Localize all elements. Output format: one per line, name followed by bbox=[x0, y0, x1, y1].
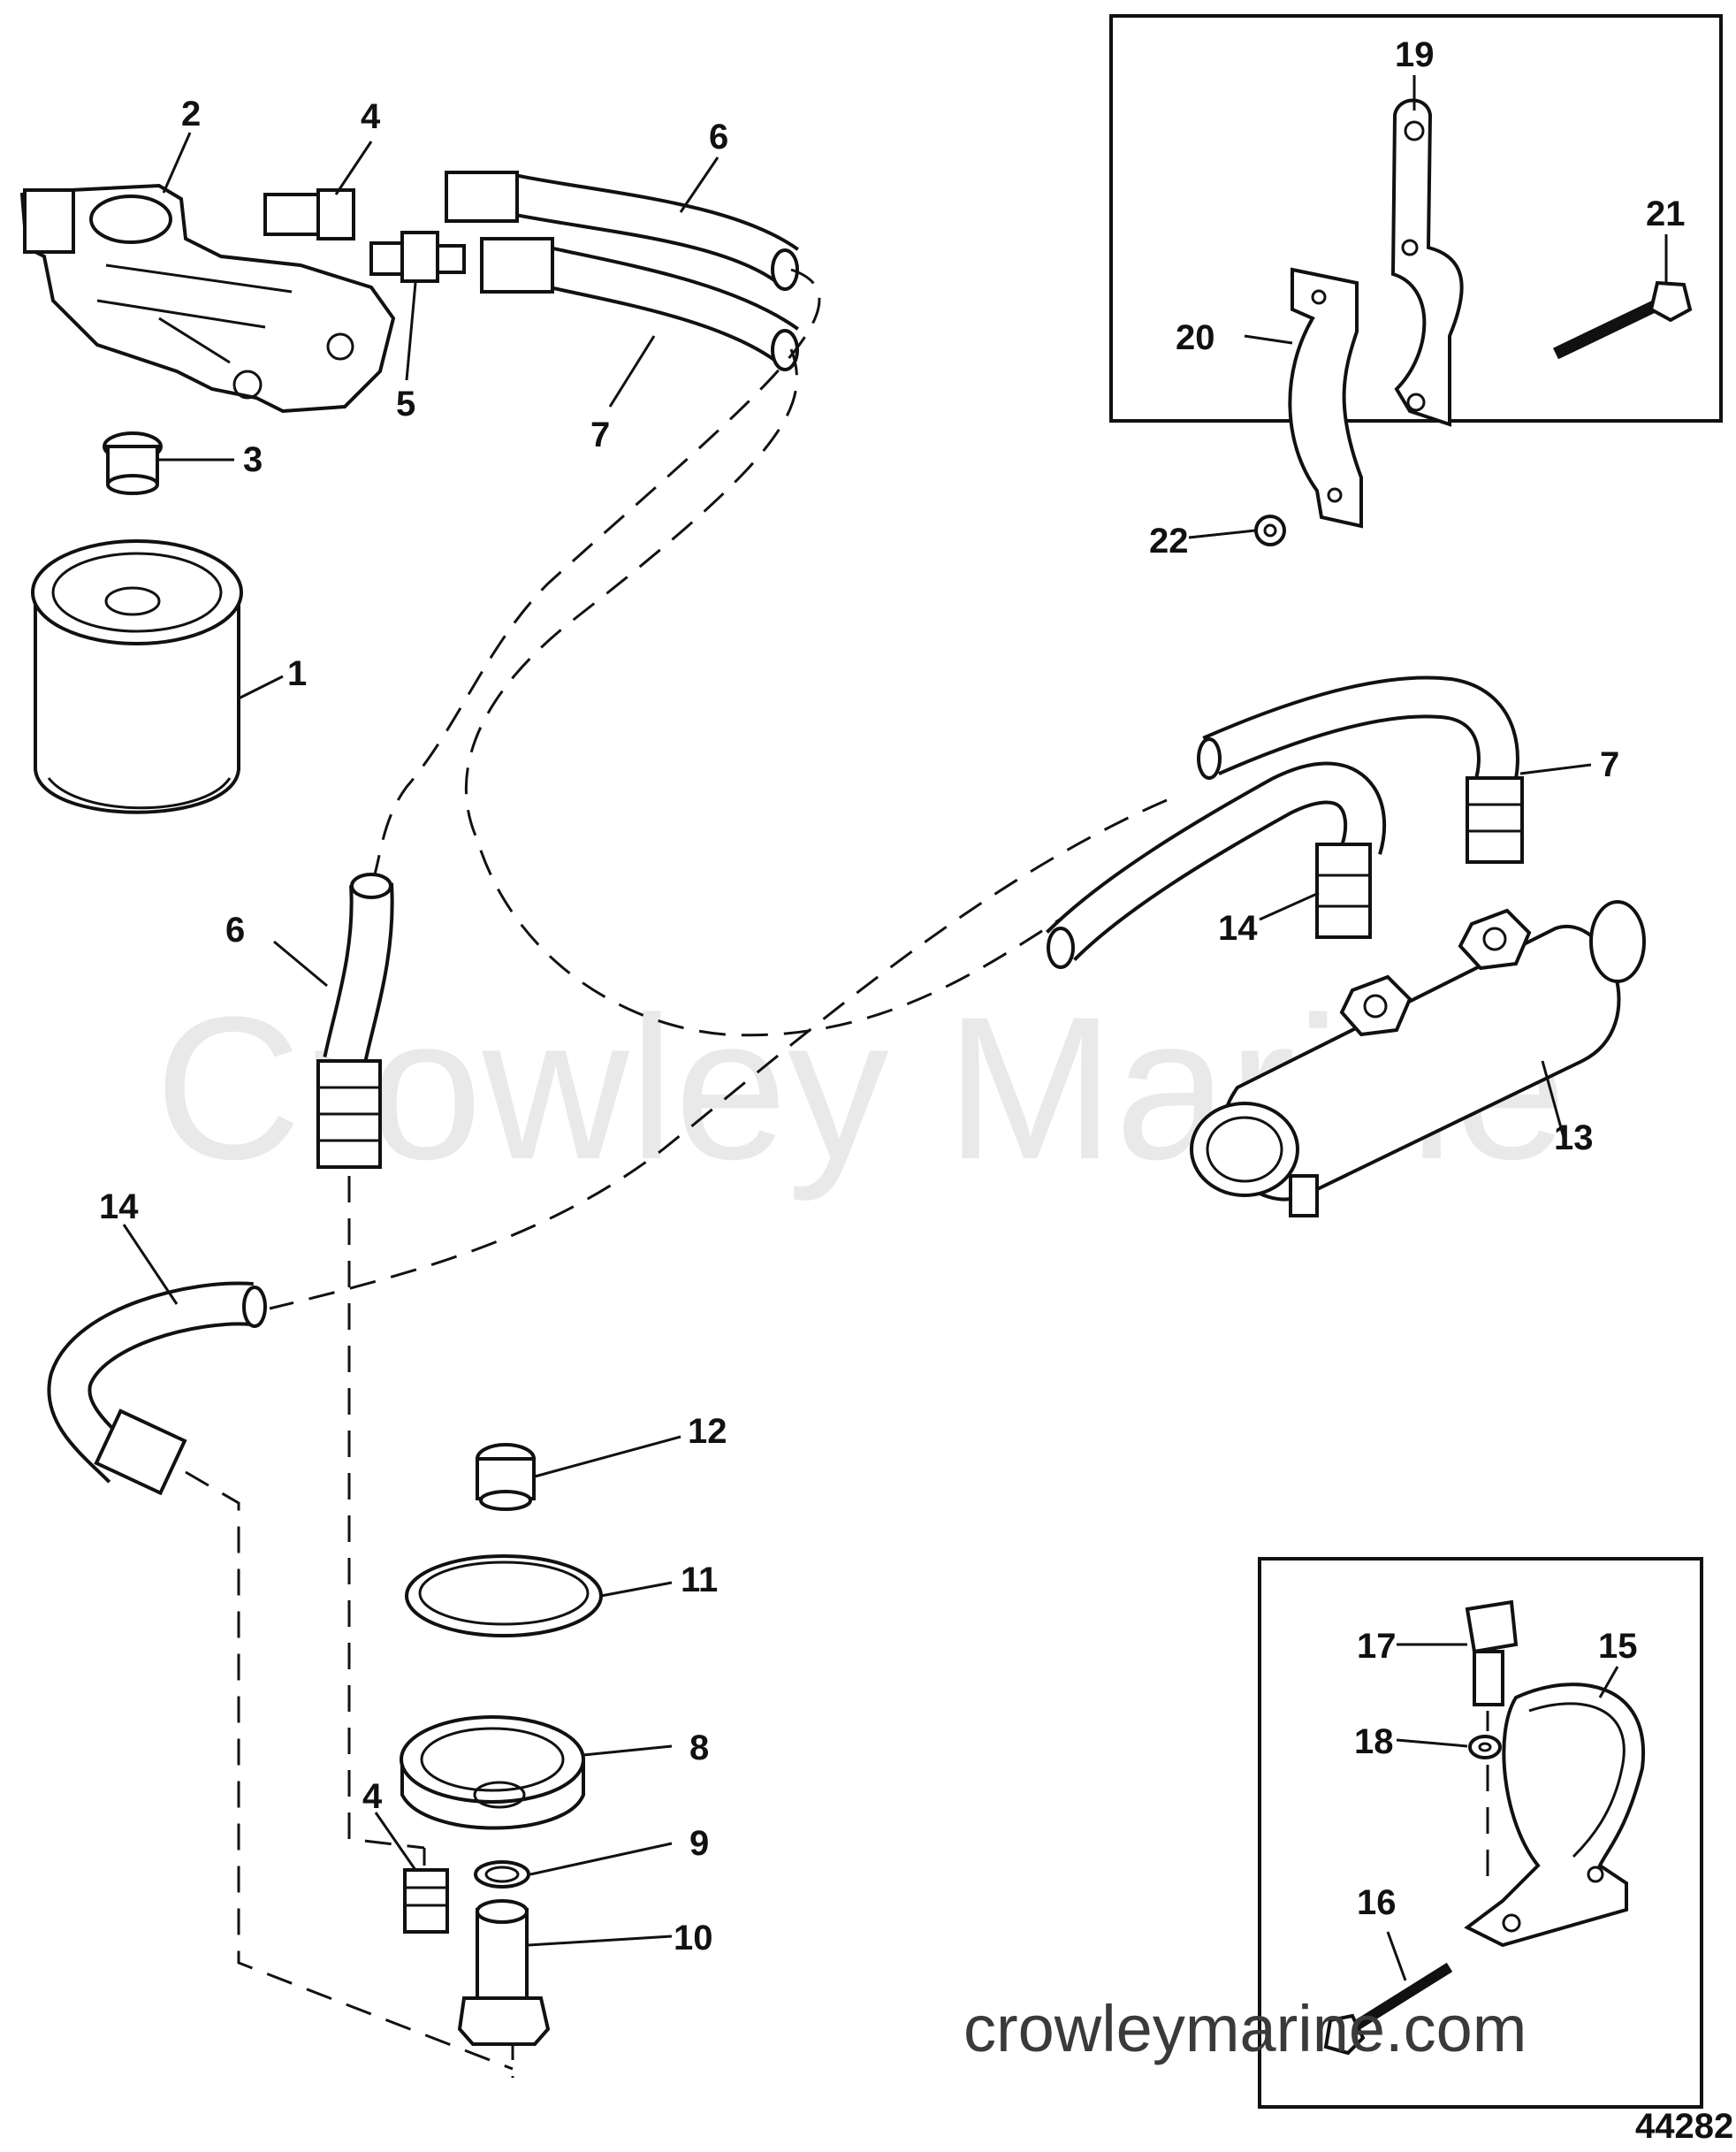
part-20-strap-clamp bbox=[1288, 267, 1363, 529]
part-1-oil-filter bbox=[31, 539, 243, 814]
part-7-hose-top bbox=[480, 237, 799, 371]
part-5-fitting bbox=[369, 231, 466, 283]
callout-4-lower: 4 bbox=[362, 1777, 383, 1816]
callout-14-right: 14 bbox=[1218, 909, 1258, 948]
part-19-strap-bracket bbox=[1390, 98, 1464, 427]
part-18-washer bbox=[1468, 1735, 1502, 1759]
callout-14-lower: 14 bbox=[99, 1187, 139, 1226]
callout-1: 1 bbox=[287, 654, 307, 693]
dash-hose-6 bbox=[369, 268, 821, 885]
part-13-oil-cooler bbox=[1190, 900, 1646, 1217]
part-17-bolt bbox=[1465, 1599, 1519, 1706]
callout-10: 10 bbox=[674, 1919, 713, 1957]
callout-21: 21 bbox=[1646, 195, 1686, 233]
callout-12: 12 bbox=[688, 1412, 727, 1451]
dash-fitting-6 bbox=[347, 1176, 425, 1850]
callout-18: 18 bbox=[1354, 1722, 1394, 1761]
dash-hose-14 bbox=[269, 798, 1168, 1310]
callout-19: 19 bbox=[1395, 35, 1435, 74]
part-9-washer bbox=[474, 1860, 530, 1889]
document-number: 44282 bbox=[1635, 2107, 1733, 2146]
website-url: crowleymarine.com bbox=[963, 1992, 1527, 2065]
callout-4-top: 4 bbox=[361, 97, 381, 136]
callout-11: 11 bbox=[681, 1561, 718, 1599]
part-16-bolt bbox=[1323, 1962, 1453, 2056]
inset-box-bracket bbox=[1109, 14, 1723, 423]
callout-6-lower: 6 bbox=[225, 911, 245, 950]
part-4-fitting-lower bbox=[403, 1868, 449, 1934]
callout-20: 20 bbox=[1176, 318, 1215, 357]
callout-8: 8 bbox=[689, 1728, 709, 1767]
callout-9: 9 bbox=[689, 1824, 709, 1863]
part-14-hose-lower bbox=[47, 1281, 267, 1496]
inset-box-clamp bbox=[1258, 1557, 1703, 2109]
callout-6-top: 6 bbox=[709, 118, 728, 156]
part-21-screw bbox=[1552, 280, 1693, 360]
callout-16: 16 bbox=[1357, 1883, 1397, 1922]
part-8-filter-adapter-plate bbox=[400, 1715, 585, 1830]
callout-22: 22 bbox=[1149, 522, 1189, 561]
callout-13: 13 bbox=[1554, 1118, 1594, 1157]
callout-2: 2 bbox=[181, 95, 201, 134]
part-7-hose-right bbox=[1197, 675, 1524, 864]
part-11-seal-ring bbox=[405, 1554, 603, 1637]
callout-3: 3 bbox=[243, 440, 263, 479]
callout-7-right: 7 bbox=[1600, 745, 1619, 784]
part-2-filter-adapter bbox=[19, 183, 396, 414]
callout-leaders bbox=[122, 75, 1668, 1981]
callout-17: 17 bbox=[1357, 1627, 1397, 1666]
part-6-hose-lower bbox=[316, 873, 394, 1169]
callout-15: 15 bbox=[1598, 1627, 1638, 1666]
dash-hose-7 bbox=[464, 348, 1088, 1037]
part-3-plug bbox=[103, 431, 163, 495]
part-4-fitting-top bbox=[263, 188, 355, 240]
part-6-hose-top bbox=[445, 171, 799, 291]
part-12-plug bbox=[476, 1443, 536, 1511]
callout-7-top: 7 bbox=[590, 416, 610, 454]
part-15-clamp bbox=[1464, 1683, 1646, 1948]
part-14-hose-right bbox=[1046, 761, 1387, 969]
part-10-connector bbox=[457, 1899, 551, 2046]
part-22-nut bbox=[1254, 515, 1286, 546]
callout-5: 5 bbox=[396, 385, 415, 424]
